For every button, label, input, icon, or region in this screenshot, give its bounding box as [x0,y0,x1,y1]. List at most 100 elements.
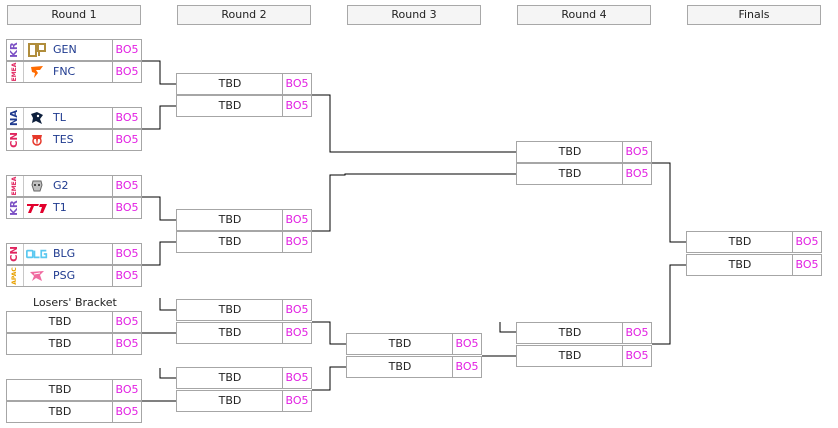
tl-logo-icon [26,110,48,126]
match-slot[interactable]: TBD BO5 [176,299,312,321]
best-of-badge: BO5 [282,391,311,411]
best-of-badge: BO5 [282,368,311,388]
team-name: BLG [53,247,76,260]
team-name: TBD [48,337,72,350]
team-name: TBD [218,235,242,248]
team-slot-psg[interactable]: APAC PSG BO5 [6,265,142,287]
best-of-badge: BO5 [792,255,821,275]
region-tag: CN [7,244,24,264]
best-of-badge: BO5 [112,62,141,82]
match-slot[interactable]: TBD BO5 [516,345,652,367]
team-name: FNC [53,65,76,78]
header-finals: Finals [687,5,821,25]
team-name: G2 [53,179,69,192]
best-of-badge: BO5 [282,210,311,230]
header-round-4: Round 4 [517,5,651,25]
best-of-badge: BO5 [282,323,311,343]
match-slot[interactable]: TBD BO5 [176,73,312,95]
match-slot[interactable]: TBD BO5 [686,231,822,253]
team-name: TBD [728,235,752,248]
best-of-badge: BO5 [112,402,141,422]
team-name: TBD [558,167,582,180]
team-name: TBD [218,77,242,90]
losers-bracket-label: Losers' Bracket [33,296,117,309]
best-of-badge: BO5 [112,40,141,60]
best-of-badge: BO5 [622,346,651,366]
team-name: TBD [218,99,242,112]
blg-logo-icon [26,246,48,262]
best-of-badge: BO5 [622,142,651,162]
region-tag: EMEA [7,176,24,196]
team-name: TBD [48,383,72,396]
team-slot-gen[interactable]: KR GEN BO5 [6,39,142,61]
match-slot[interactable]: TBD BO5 [176,367,312,389]
best-of-badge: BO5 [112,176,141,196]
tes-logo-icon [26,132,48,148]
header-round-1: Round 1 [7,5,141,25]
best-of-badge: BO5 [622,323,651,343]
team-name: TBD [218,303,242,316]
team-slot-g2[interactable]: EMEA G2 BO5 [6,175,142,197]
g2-logo-icon [26,178,48,194]
region-tag: CN [7,130,24,150]
team-slot-blg[interactable]: CN BLG BO5 [6,243,142,265]
match-slot[interactable]: TBD BO5 [686,254,822,276]
psg-logo-icon [26,268,48,284]
best-of-badge: BO5 [112,244,141,264]
best-of-badge: BO5 [792,232,821,252]
t1-logo-icon [26,200,48,216]
team-name: TES [53,133,74,146]
best-of-badge: BO5 [112,266,141,286]
team-name: PSG [53,269,76,282]
match-slot[interactable]: TBD BO5 [6,333,142,355]
best-of-badge: BO5 [112,380,141,400]
team-name: TBD [48,405,72,418]
match-slot[interactable]: TBD BO5 [516,322,652,344]
best-of-badge: BO5 [622,164,651,184]
match-slot[interactable]: TBD BO5 [516,163,652,185]
team-name: TBD [558,349,582,362]
match-slot[interactable]: TBD BO5 [6,401,142,423]
best-of-badge: BO5 [112,198,141,218]
region-tag: EMEA [7,62,24,82]
team-name: TBD [48,315,72,328]
fnc-logo-icon [26,64,48,80]
team-name: TBD [218,213,242,226]
best-of-badge: BO5 [112,334,141,354]
team-name: TBD [388,360,412,373]
match-slot[interactable]: TBD BO5 [176,209,312,231]
team-slot-t1[interactable]: KR T1 BO5 [6,197,142,219]
best-of-badge: BO5 [112,130,141,150]
header-round-3: Round 3 [347,5,481,25]
best-of-badge: BO5 [112,108,141,128]
team-name: TBD [218,394,242,407]
team-name: GEN [53,43,77,56]
region-tag: APAC [7,266,24,286]
team-slot-tl[interactable]: NA TL BO5 [6,107,142,129]
region-tag: KR [7,40,24,60]
best-of-badge: BO5 [282,74,311,94]
team-name: TL [53,111,66,124]
team-slot-tes[interactable]: CN TES BO5 [6,129,142,151]
best-of-badge: BO5 [282,300,311,320]
match-slot[interactable]: TBD BO5 [176,390,312,412]
match-slot[interactable]: TBD BO5 [6,379,142,401]
match-slot[interactable]: TBD BO5 [176,231,312,253]
match-slot[interactable]: TBD BO5 [6,311,142,333]
best-of-badge: BO5 [452,334,481,354]
team-name: TBD [558,326,582,339]
team-name: TBD [728,258,752,271]
team-name: TBD [218,371,242,384]
team-slot-fnc[interactable]: EMEA FNC BO5 [6,61,142,83]
gen-logo-icon [26,42,48,58]
region-tag: NA [7,108,24,128]
team-name: T1 [53,201,67,214]
best-of-badge: BO5 [282,232,311,252]
best-of-badge: BO5 [112,312,141,332]
